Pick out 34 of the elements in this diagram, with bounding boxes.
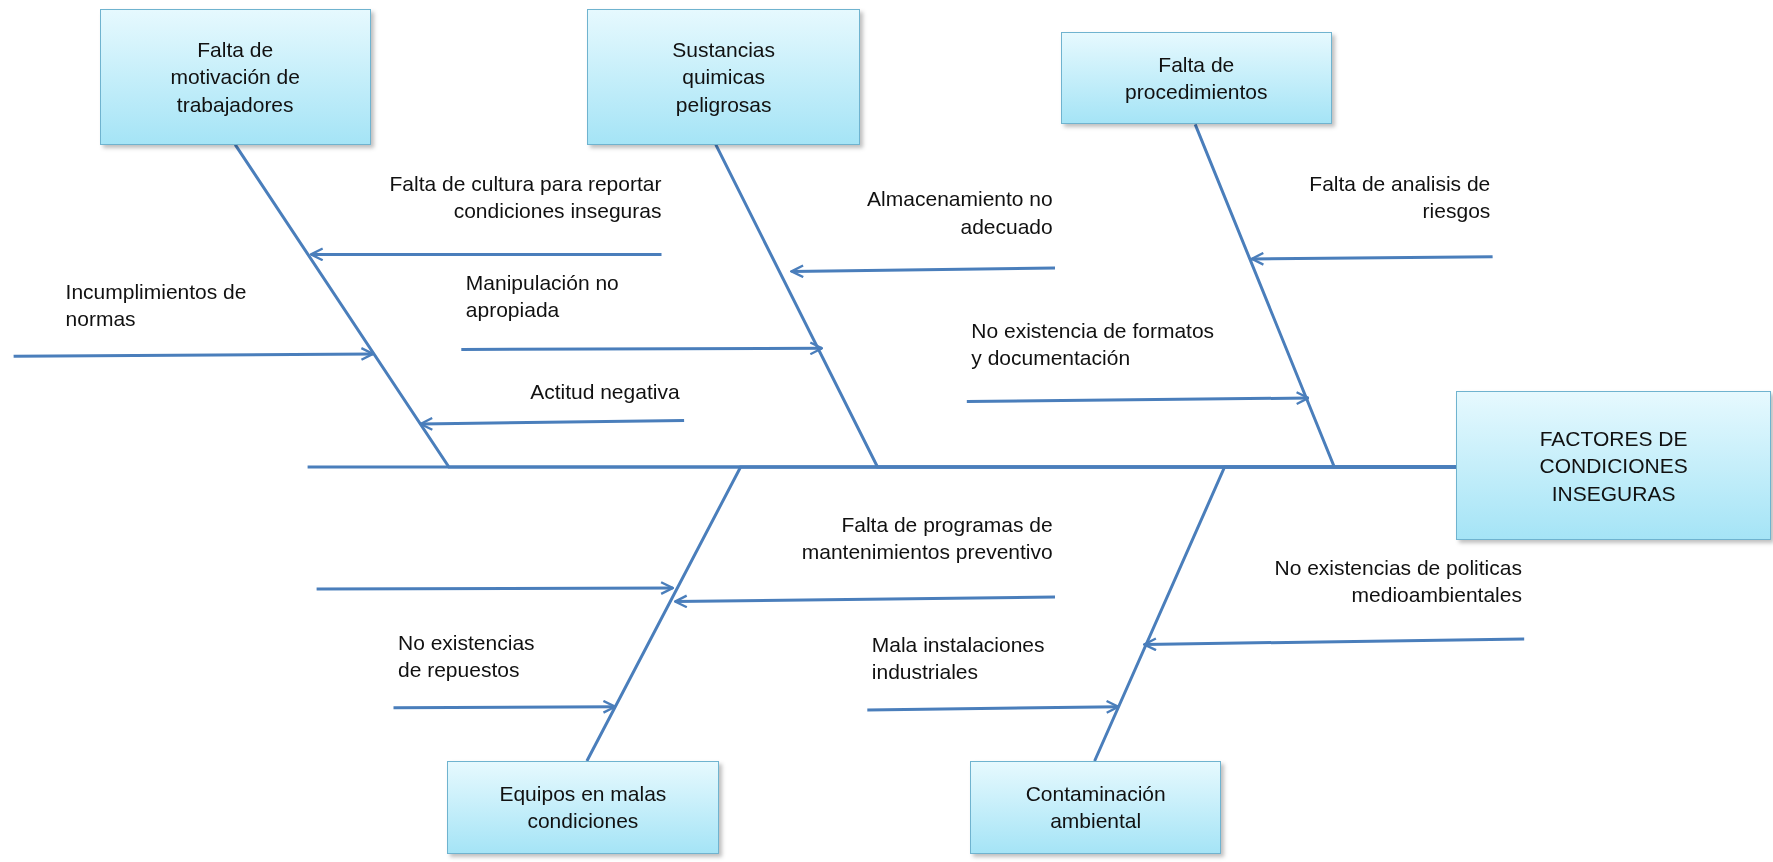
cause-label: Actitud negativa <box>429 377 685 421</box>
arrow <box>13 346 375 361</box>
cause-label: Falta de programas de mantenimientos preventivo <box>710 511 1055 597</box>
cause-label: Mala instalaciones industriales <box>867 630 1100 711</box>
box-label: Falta de procedimientos <box>1124 51 1269 105</box>
arrow <box>1250 251 1493 266</box>
arrow <box>790 264 1056 279</box>
box-label: Contaminación ambiental <box>1024 781 1167 835</box>
cause-label: No existencia de formatos y documentación <box>966 316 1278 402</box>
arrow <box>673 594 1055 609</box>
arrow <box>867 699 1120 714</box>
box-label: FACTORES DE CONDICIONES INSEGURAS <box>1538 425 1689 507</box>
arrow <box>1143 637 1525 652</box>
cause-label: Incumplimientos de normas <box>13 278 314 357</box>
category-box <box>586 9 861 145</box>
cause-label: Falta de cultura para reportar condiciones inseguras <box>269 169 662 255</box>
category-box <box>1060 31 1332 125</box>
cause-label: Almacenamiento no adecuado <box>791 185 1055 268</box>
effect-box <box>1456 391 1771 541</box>
arrow <box>461 341 824 356</box>
cause-label: No existencias de repuestos <box>393 628 609 708</box>
box-label: Equipos en malas condiciones <box>498 781 668 835</box>
category-box <box>970 761 1222 854</box>
arrow <box>309 247 662 262</box>
arrow <box>966 391 1310 406</box>
cause-label: Manipulación no apropiada <box>461 269 790 350</box>
box-label: Sustancias quimicas peligrosas <box>671 36 776 118</box>
box-label: Falta de motivación de trabajadores <box>169 36 301 118</box>
arrow <box>419 416 685 431</box>
cause-label: Falta de analisis de riesgos <box>1243 169 1493 257</box>
arrow <box>393 699 617 714</box>
cause-label: No existencias de politicas medioambientales <box>1187 554 1525 639</box>
category-box <box>99 9 371 145</box>
category-box <box>446 761 720 854</box>
